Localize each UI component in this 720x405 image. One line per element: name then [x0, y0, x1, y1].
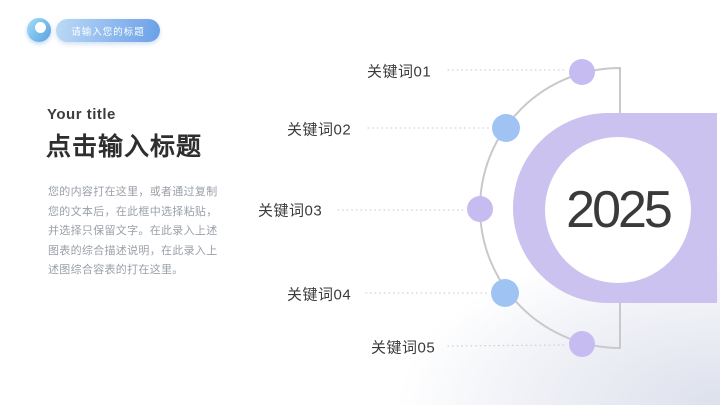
keyword-label-1: 关键词01 — [367, 63, 432, 81]
title-pill-button[interactable]: 请输入您的标题 — [56, 19, 160, 42]
body-line: 并选择只保留文字。在此录入上述 — [48, 225, 218, 238]
body-line: 图表的综合描述说明，在此录入上 — [48, 244, 218, 257]
keyword-dot-2 — [492, 114, 520, 142]
leader-lines — [337, 69, 567, 347]
keyword-dot-4 — [491, 279, 519, 307]
body-line: 您的内容打在这里，或者通过复制 — [48, 186, 218, 198]
keyword-dot-3 — [467, 196, 493, 222]
body-line: 您的文本后，在此框中选择粘贴， — [48, 205, 218, 218]
page-title: 点击输入标题 — [46, 133, 203, 161]
keyword-label-2: 关键词02 — [287, 121, 352, 139]
year-text: 2025 — [566, 181, 673, 239]
leader-line-5 — [447, 344, 567, 347]
keyword-label-4: 关键词04 — [287, 286, 352, 304]
year-circle — [545, 137, 691, 283]
keyword-dot-1 — [569, 59, 595, 85]
keyword-label-5: 关键词05 — [371, 339, 436, 357]
donut-logo-icon — [27, 18, 51, 42]
body-line: 述图综合容表的打在这里。 — [48, 264, 184, 277]
keyword-label-3: 关键词03 — [258, 202, 323, 220]
subtitle-text: Your title — [47, 106, 116, 123]
keyword-dot-5 — [569, 331, 595, 357]
body-paragraph: 您的内容打在这里，或者通过复制 您的文本后，在此框中选择粘贴， 并选择只保留文字… — [48, 183, 224, 281]
donut-logo-hole — [35, 22, 46, 33]
